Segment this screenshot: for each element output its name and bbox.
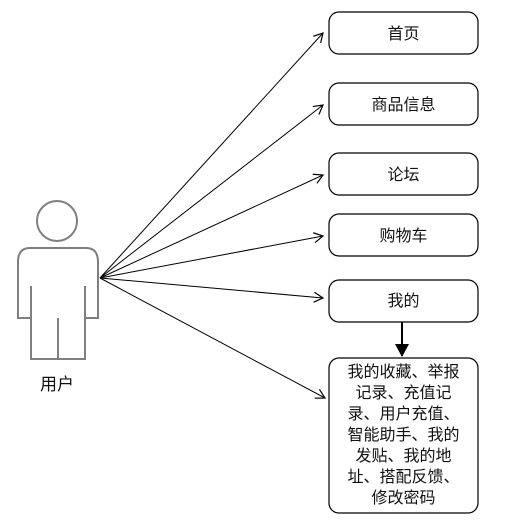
mine-sub-line: 址、搭配反馈、 <box>347 467 459 486</box>
arrow-to-cart <box>99 232 325 279</box>
use-case-cart-box <box>328 213 479 257</box>
arrow-to-sub-box <box>99 277 327 399</box>
mine-sub-line: 修改密码 <box>371 488 435 507</box>
arrow-to-mine <box>99 277 325 303</box>
mine-sub-box-frame <box>328 357 479 514</box>
use-case-mine: 我的 <box>328 279 479 323</box>
use-case-home-label: 首页 <box>387 24 419 43</box>
use-case-forum: 论坛 <box>328 152 479 196</box>
use-case-cart-label: 购物车 <box>379 226 427 245</box>
mine-sub-line: 智能助手、我的 <box>347 425 459 444</box>
use-case-home-box <box>328 11 479 55</box>
actor-head <box>36 200 78 242</box>
use-case-forum-label: 论坛 <box>387 165 419 184</box>
mine-sub-box: 我的收藏、举报 记录、充值记 录、用户充值、 智能助手、我的 发贴、我的地 址、… <box>328 357 479 514</box>
use-case-mine-box <box>328 279 479 323</box>
use-case-mine-label: 我的 <box>387 291 419 310</box>
use-case-product-info-box <box>328 82 479 126</box>
mine-sub-line: 录、用户充值、 <box>347 404 459 423</box>
arrow-to-product-info <box>99 104 324 279</box>
actor-figure <box>17 200 99 360</box>
actor-body <box>17 247 99 360</box>
actor-label: 用户 <box>40 375 74 395</box>
association-arrows <box>99 32 327 399</box>
use-case-forum-box <box>328 152 479 196</box>
use-case-cart: 购物车 <box>328 213 479 257</box>
arrow-to-forum <box>99 173 325 279</box>
mine-sub-line: 记录、充值记 <box>355 383 451 402</box>
mine-sub-line: 发贴、我的地 <box>355 446 451 465</box>
use-case-home: 首页 <box>328 11 479 55</box>
use-case-product-info: 商品信息 <box>328 82 479 126</box>
arrow-to-home <box>99 32 324 279</box>
mine-sub-line: 我的收藏、举报 <box>347 362 459 381</box>
use-case-product-info-label: 商品信息 <box>371 95 435 114</box>
